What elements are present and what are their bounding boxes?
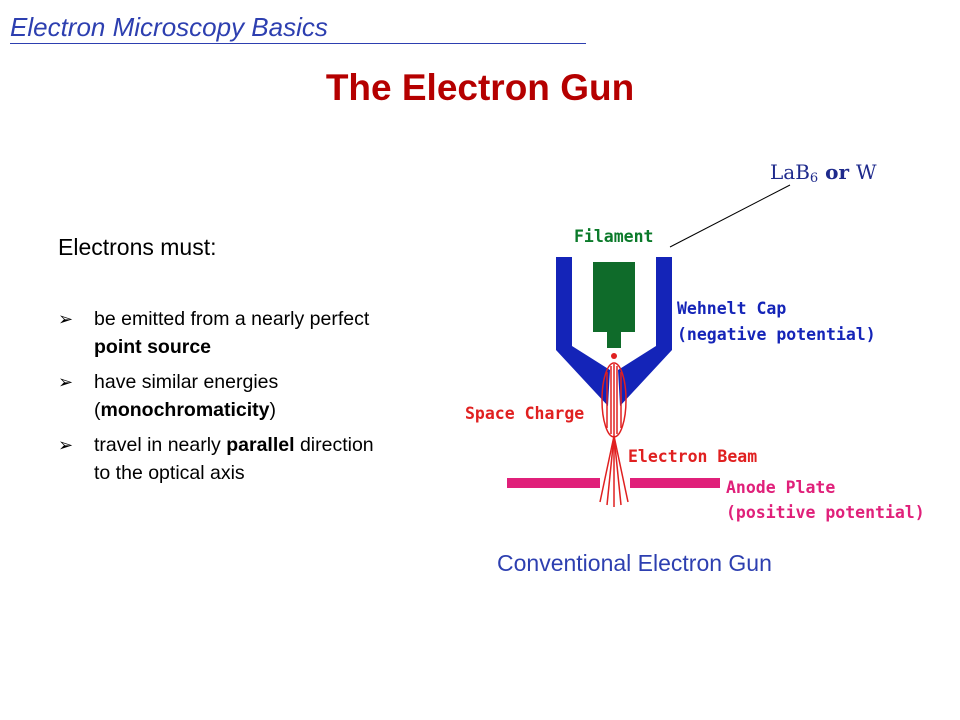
anode-plate-left: [507, 478, 600, 488]
bullet-item: ➢ have similar energies (monochromaticit…: [58, 368, 388, 424]
filament-leader-line: [669, 184, 791, 248]
diagram-caption: Conventional Electron Gun: [497, 550, 772, 576]
filament-tip: [607, 332, 621, 348]
material-label: LaB6 or W: [770, 159, 877, 192]
emission-point: [611, 353, 617, 359]
space-charge-label: Space Charge: [465, 404, 584, 423]
filament-body: [593, 262, 635, 332]
arrow-bullet-icon: ➢: [58, 309, 74, 329]
material-label-subscript: 6: [809, 171, 819, 186]
bullet-bold-text: point source: [94, 336, 212, 358]
electron-beam-label: Electron Beam: [628, 447, 757, 466]
intro-text: Electrons must:: [58, 234, 217, 260]
slide-title: The Electron Gun: [325, 67, 635, 108]
bullet-list: ➢ be emitted from a nearly perfect point…: [58, 305, 388, 494]
material-label-or: or: [818, 160, 856, 184]
bullet-text: direction to the optical axis: [94, 434, 374, 484]
arrow-bullet-icon: ➢: [58, 372, 74, 392]
wehnelt-cap-right: [618, 257, 672, 406]
bullet-item: ➢ be emitted from a nearly perfect point…: [58, 305, 388, 361]
anode-plate-right: [630, 478, 720, 488]
bullet-text: be emitted from a nearly perfect: [94, 308, 370, 330]
bullet-text: have similar energies (: [94, 371, 279, 421]
electron-beam: [599, 435, 629, 507]
arrow-bullet-icon: ➢: [58, 435, 74, 455]
bullet-bold-text: monochromaticity: [100, 399, 270, 421]
header-underline: [10, 43, 586, 44]
anode-plate-label-1: Anode Plate: [726, 478, 835, 497]
anode-plate-label-2: (positive potential): [726, 503, 925, 522]
bullet-text: ): [269, 399, 277, 421]
wehnelt-cap-label-1: Wehnelt Cap: [677, 299, 786, 318]
bullet-item: ➢ travel in nearly parallel direction to…: [58, 431, 388, 487]
bullet-text: travel in nearly: [94, 434, 227, 456]
filament-label: Filament: [574, 227, 653, 246]
material-label-lab: LaB: [770, 160, 810, 184]
wehnelt-cap-left: [556, 257, 610, 406]
wehnelt-cap-label-2: (negative potential): [677, 325, 876, 344]
header-title: Electron Microscopy Basics: [10, 12, 328, 42]
bullet-bold-text: parallel: [226, 434, 295, 456]
material-label-w: W: [856, 160, 877, 184]
electron-gun-diagram: Filament Wehnelt Cap (negative potential…: [465, 184, 925, 522]
